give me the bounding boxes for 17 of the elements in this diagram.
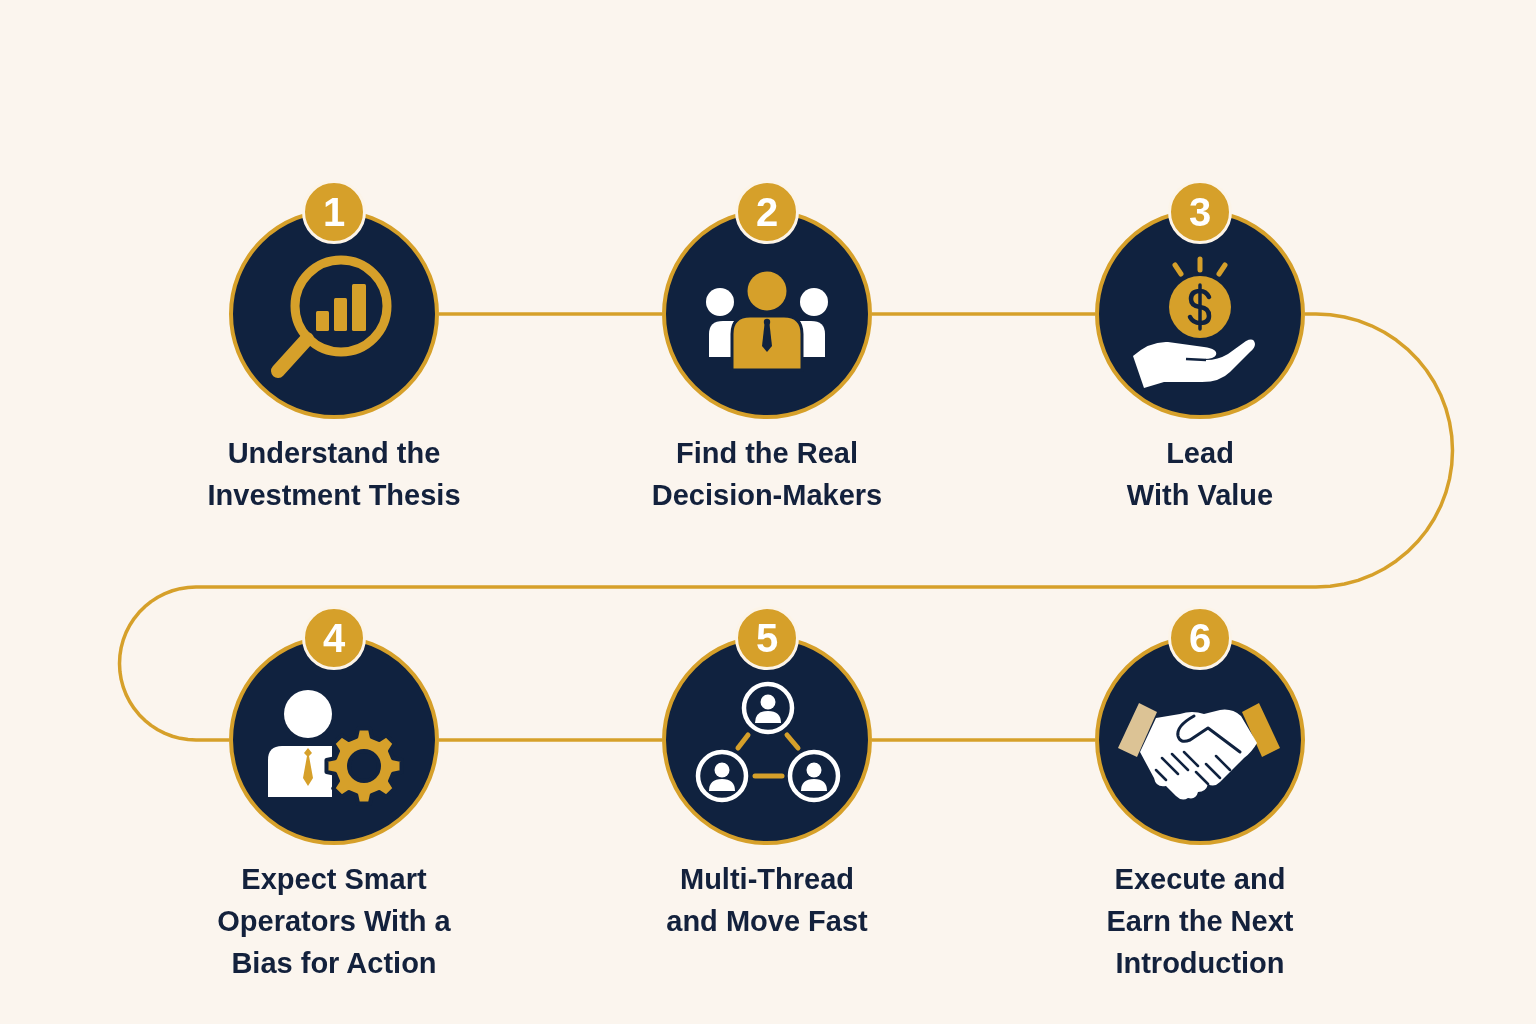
connector-line <box>872 738 1095 742</box>
connector-line <box>439 312 662 316</box>
connector-line <box>117 312 1455 742</box>
step-number-badge: 5 <box>735 606 799 670</box>
step-title: Understand the Investment Thesis <box>206 436 462 513</box>
step-title: Lead With Value <box>1125 436 1275 513</box>
step-number-badge: 6 <box>1168 606 1232 670</box>
connector-line <box>872 312 1095 316</box>
step-title: Multi-Thread and Move Fast <box>665 862 869 939</box>
step-title: Expect Smart Operators With a Bias for Action <box>216 862 452 981</box>
step-title: Execute and Earn the Next Introduction <box>1105 862 1295 981</box>
step-title: Find the Real Decision-Makers <box>650 436 884 513</box>
step-number-badge: 1 <box>302 180 366 244</box>
step-number-badge: 4 <box>302 606 366 670</box>
step-number-badge: 2 <box>735 180 799 244</box>
connector-line <box>439 738 662 742</box>
step-number-badge: 3 <box>1168 180 1232 244</box>
